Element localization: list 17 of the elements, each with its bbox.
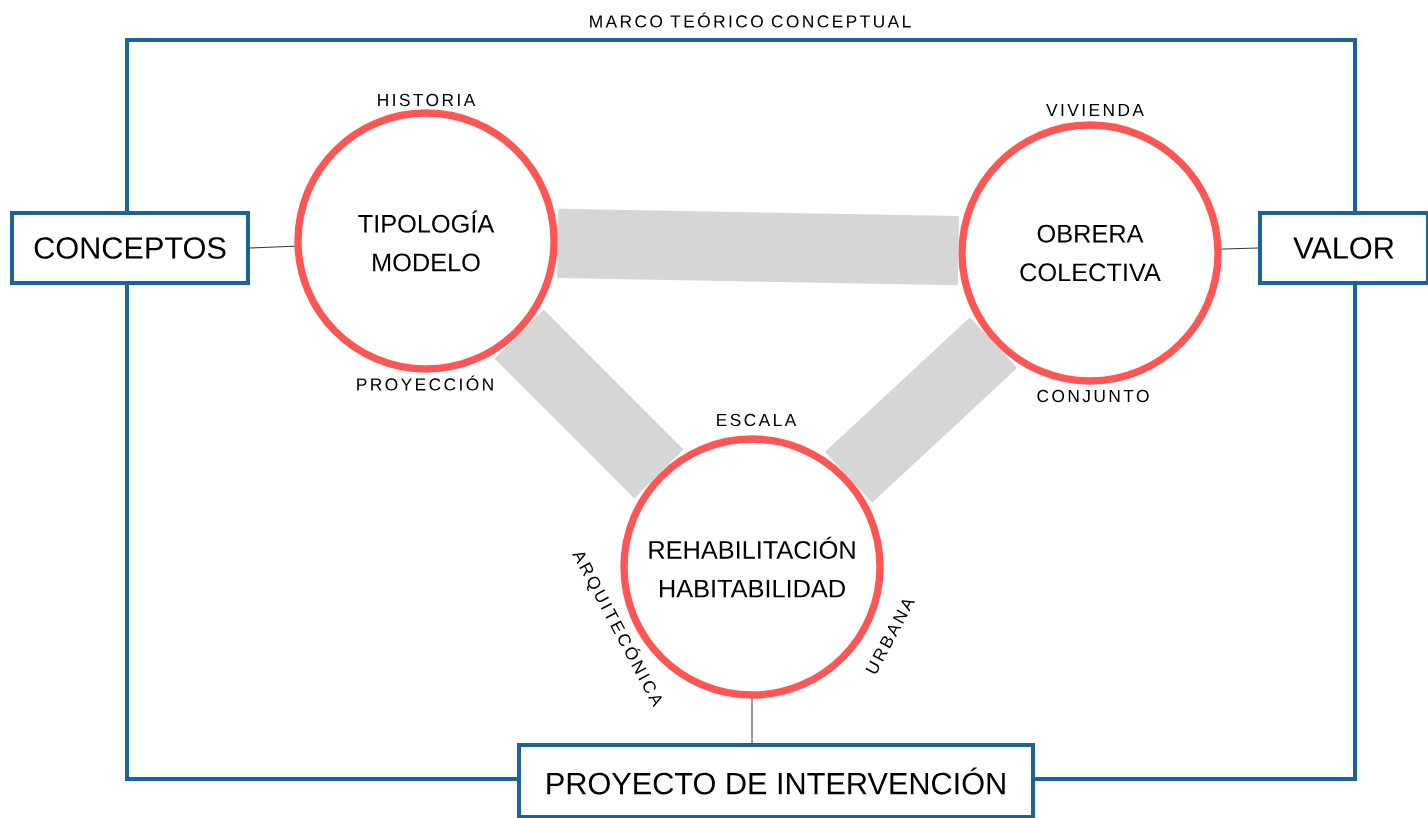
arc-label: ESCALA (717, 413, 797, 427)
band (557, 208, 960, 286)
band (824, 317, 1018, 503)
arc-label: HISTORIA (378, 93, 476, 107)
connector-line (751, 698, 753, 744)
label-box: VALOR (1258, 211, 1428, 285)
connector-line (1221, 247, 1259, 250)
title: MARCO TEÓRICO CONCEPTUAL (590, 12, 911, 28)
ring: TIPOLOGÍA MODELO (294, 109, 558, 373)
arc-label: PROYECCIÓN (357, 375, 493, 391)
label-box: CONCEPTOS (10, 211, 250, 285)
arc-label: VIVIENDA (1046, 104, 1144, 116)
label-box: PROYECTO DE INTERVENCIÓN (517, 743, 1035, 818)
arc-label: CONJUNTO (1037, 389, 1149, 403)
band (494, 309, 684, 499)
ring: OBRERA COLECTIVA (958, 121, 1222, 385)
connector-line (249, 245, 295, 249)
